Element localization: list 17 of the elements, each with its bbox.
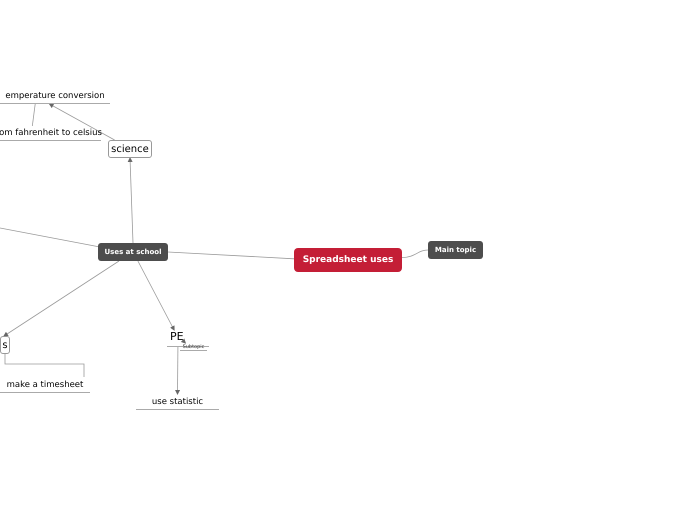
subtopic-box: s [0,336,10,354]
connector [168,252,294,260]
subtopic-box: science [108,140,152,158]
connector [180,338,186,344]
central-topic-box: Spreadsheet uses [294,248,402,272]
connector [0,228,98,247]
connector [32,104,36,126]
connector [128,157,134,244]
connector [3,260,120,337]
subtopic-label: make a timesheet [0,377,90,393]
connector [4,354,84,378]
subtopic-label: use statistic [136,394,219,410]
subtopic-label: emperature conversion [0,89,110,104]
connector [175,346,180,395]
connector [48,104,115,140]
connector [138,260,175,331]
connector [402,250,428,258]
